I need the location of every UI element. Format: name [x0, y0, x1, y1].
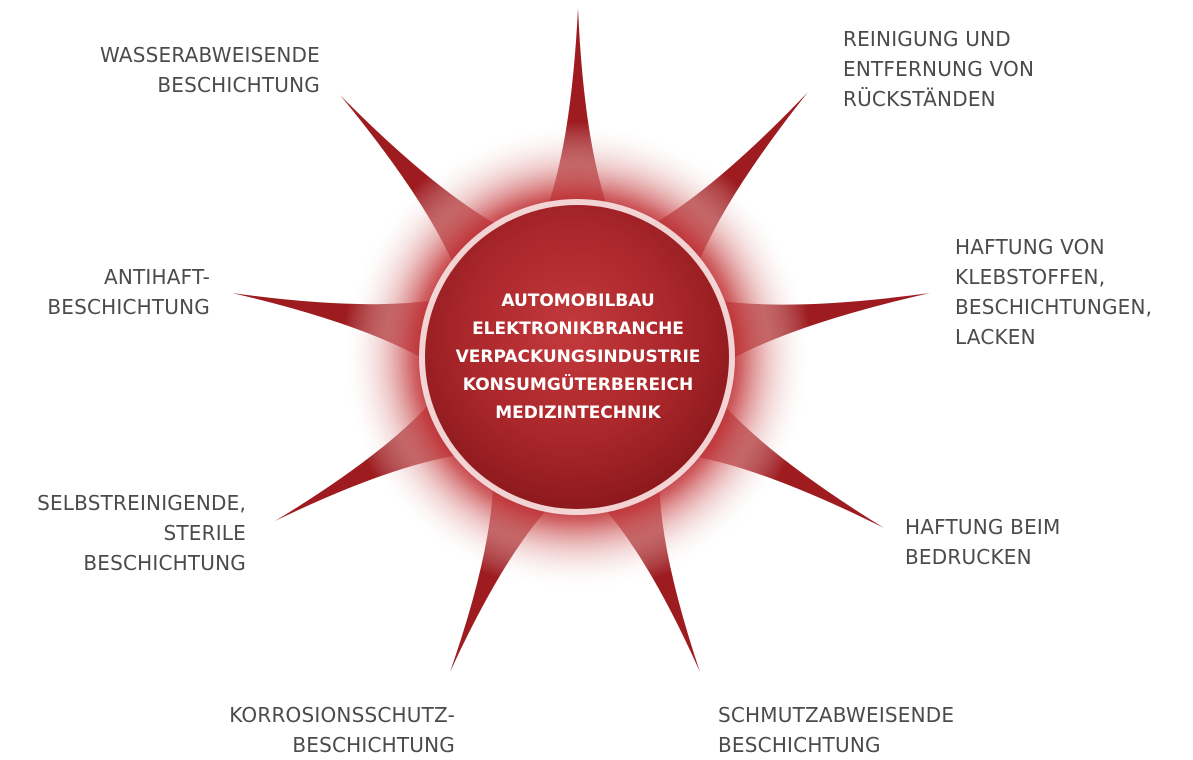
label-line: SELBSTREINIGENDE,: [37, 491, 246, 515]
label-line: BESCHICHTUNGEN,: [955, 295, 1153, 319]
label-schmutzabweisende: SCHMUTZABWEISENDE BESCHICHTUNG: [718, 700, 954, 760]
label-line: ANTIHAFT-: [103, 265, 210, 289]
industry-verpackungsindustrie: VERPACKUNGSINDUSTRIE: [455, 347, 701, 367]
label-line: WASSERABWEISENDE: [99, 43, 320, 67]
industry-konsumgueterbereich: KONSUMGÜTERBEREICH: [462, 375, 694, 395]
label-line: SCHMUTZABWEISENDE: [718, 703, 955, 727]
label-line: KLEBSTOFFEN,: [955, 265, 1106, 289]
industry-automobilbau: AUTOMOBILBAU: [501, 291, 655, 311]
label-line: KORROSIONSSCHUTZ-: [229, 703, 455, 727]
label-line: REINIGUNG UND: [843, 27, 1011, 51]
label-line: STERILE: [163, 521, 246, 545]
label-line: RÜCKSTÄNDEN: [843, 87, 996, 111]
label-haftung-bedrucken: HAFTUNG BEIM BEDRUCKEN: [905, 512, 1060, 572]
label-line: BESCHICHTUNG: [157, 73, 320, 97]
industry-list: AUTOMOBILBAU ELEKTRONIKBRANCHE VERPACKUN…: [428, 287, 728, 427]
label-antihaft: ANTIHAFT- BESCHICHTUNG: [10, 262, 210, 322]
label-line: BEDRUCKEN: [905, 545, 1032, 569]
sun-core: [425, 205, 729, 509]
label-korrosionsschutz: KORROSIONSSCHUTZ- BESCHICHTUNG: [160, 700, 455, 760]
label-wasserabweisende: WASSERABWEISENDE BESCHICHTUNG: [40, 40, 320, 100]
label-line: BESCHICHTUNG: [292, 733, 455, 757]
label-reinigung: REINIGUNG UND ENTFERNUNG VON RÜCKSTÄNDEN: [843, 24, 1034, 114]
label-line: HAFTUNG BEIM: [905, 515, 1061, 539]
label-line: BESCHICHTUNG: [83, 551, 246, 575]
industry-elektronikbranche: ELEKTRONIKBRANCHE: [472, 319, 684, 339]
label-line: LACKEN: [955, 325, 1036, 349]
industry-medizintechnik: MEDIZINTECHNIK: [495, 403, 661, 423]
label-selbstreinigende: SELBSTREINIGENDE, STERILE BESCHICHTUNG: [6, 488, 246, 578]
label-haftung-klebstoffe: HAFTUNG VON KLEBSTOFFEN, BESCHICHTUNGEN,…: [955, 232, 1152, 352]
label-line: HAFTUNG VON: [955, 235, 1105, 259]
label-line: ENTFERNUNG VON: [843, 57, 1035, 81]
label-line: BESCHICHTUNG: [47, 295, 210, 319]
label-line: BESCHICHTUNG: [718, 733, 881, 757]
